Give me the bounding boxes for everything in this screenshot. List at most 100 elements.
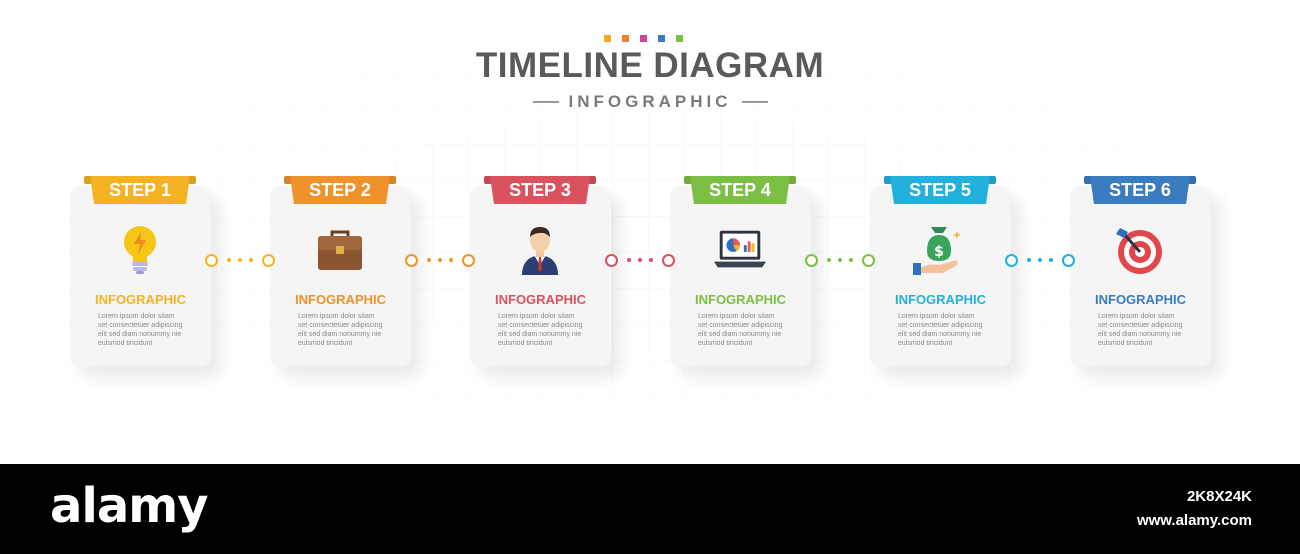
step-description: Lorem ipsum dolor sitam set consectetuer … (898, 312, 998, 348)
step-description: Lorem ipsum dolor sitam set consectetuer … (698, 312, 798, 348)
description-line: elit sed diam nonummy nie (898, 331, 982, 338)
connector-ring (662, 253, 675, 267)
connector-dots (627, 258, 653, 262)
step-description: Lorem ipsum dolor sitam set consectetuer … (98, 312, 198, 348)
connector-dot (249, 258, 253, 262)
description-line: set consectetuer adipiscing (898, 322, 983, 329)
connector-dot (627, 258, 631, 262)
connector-dots (827, 258, 853, 262)
step-label: INFOGRAPHIC (895, 292, 986, 307)
step-label: INFOGRAPHIC (695, 292, 786, 307)
step-label: INFOGRAPHIC (95, 292, 186, 307)
page-subtitle: INFOGRAPHIC (568, 92, 732, 111)
step-description: Lorem ipsum dolor sitam set consectetuer … (1098, 312, 1198, 348)
subtitle-rule-left (532, 101, 559, 103)
step-label: INFOGRAPHIC (495, 292, 586, 307)
step-card (1070, 186, 1211, 366)
step-label: INFOGRAPHIC (1095, 292, 1186, 307)
connector-dot (827, 258, 831, 262)
connector-dot (1027, 258, 1031, 262)
connector-ring (1062, 253, 1075, 267)
connector-dot (449, 258, 453, 262)
step-card (470, 186, 611, 366)
subtitle-row: INFOGRAPHIC (0, 92, 1300, 112)
color-dot (622, 35, 629, 42)
step-connector (405, 253, 475, 267)
briefcase-icon (312, 222, 368, 278)
description-line: set consectetuer adipiscing (1098, 322, 1183, 329)
connector-dot (649, 258, 653, 262)
connector-dot (638, 258, 642, 262)
description-line: euismod tincidunt (1098, 340, 1153, 347)
connector-dot (849, 258, 853, 262)
page-title: TIMELINE DIAGRAM (475, 46, 825, 85)
step-tab: STEP 2 (290, 176, 390, 204)
description-line: elit sed diam nonummy nie (298, 331, 382, 338)
connector-dot (838, 258, 842, 262)
description-line: euismod tincidunt (698, 340, 753, 347)
laptop-chart-icon (712, 222, 768, 278)
step-connector (605, 253, 675, 267)
subtitle-rule-right (741, 101, 768, 103)
description-line: set consectetuer adipiscing (498, 322, 583, 329)
connector-ring (805, 253, 818, 267)
svg-text:$: $ (934, 244, 944, 260)
connector-dots (427, 258, 453, 262)
businessman-icon (512, 222, 568, 278)
step-description: Lorem ipsum dolor sitam set consectetuer … (298, 312, 398, 348)
connector-dot (238, 258, 242, 262)
step-connector (805, 253, 875, 267)
description-line: euismod tincidunt (898, 340, 953, 347)
description-line: euismod tincidunt (98, 340, 153, 347)
description-line: set consectetuer adipiscing (698, 322, 783, 329)
description-line: Lorem ipsum dolor sitam (1098, 313, 1175, 320)
target-dart-icon (1112, 222, 1168, 278)
description-line: elit sed diam nonummy nie (98, 331, 182, 338)
brand-logo: alamy (50, 478, 209, 534)
site-url: www.alamy.com (1136, 512, 1252, 529)
connector-ring (862, 253, 875, 267)
connector-dots (227, 258, 253, 262)
step-label: INFOGRAPHIC (295, 292, 386, 307)
description-line: elit sed diam nonummy nie (498, 331, 582, 338)
color-dot (658, 35, 665, 42)
description-line: set consectetuer adipiscing (98, 322, 183, 329)
step-connector (205, 253, 275, 267)
step-description: Lorem ipsum dolor sitam set consectetuer … (498, 312, 598, 348)
connector-dot (427, 258, 431, 262)
step-tab: STEP 1 (90, 176, 190, 204)
image-id: 2K8X24K (1186, 488, 1252, 505)
connector-ring (1005, 253, 1018, 267)
step-tab: STEP 3 (490, 176, 590, 204)
step-card (670, 186, 811, 366)
description-line: elit sed diam nonummy nie (1098, 331, 1182, 338)
connector-dots (1027, 258, 1053, 262)
step-card (270, 186, 411, 366)
watermark-bar (0, 464, 1300, 554)
description-line: euismod tincidunt (498, 340, 553, 347)
connector-ring (462, 253, 475, 267)
step-card (870, 186, 1011, 366)
connector-ring (262, 253, 275, 267)
step-card (70, 186, 211, 366)
description-line: set consectetuer adipiscing (298, 322, 383, 329)
step-tab: STEP 6 (1090, 176, 1190, 204)
color-dot (676, 35, 683, 42)
description-line: Lorem ipsum dolor sitam (298, 313, 375, 320)
description-line: elit sed diam nonummy nie (698, 331, 782, 338)
step-connector (1005, 253, 1075, 267)
step-tab: STEP 5 (890, 176, 990, 204)
description-line: Lorem ipsum dolor sitam (98, 313, 175, 320)
color-dot (604, 35, 611, 42)
description-line: Lorem ipsum dolor sitam (498, 313, 575, 320)
color-dot (640, 35, 647, 42)
description-line: euismod tincidunt (298, 340, 353, 347)
connector-ring (405, 253, 418, 267)
lightbulb-icon (112, 222, 168, 278)
step-tab: STEP 4 (690, 176, 790, 204)
description-line: Lorem ipsum dolor sitam (898, 313, 975, 320)
connector-dot (227, 258, 231, 262)
connector-dot (438, 258, 442, 262)
description-line: Lorem ipsum dolor sitam (698, 313, 775, 320)
money-bag-hand-icon: $ (912, 222, 968, 278)
